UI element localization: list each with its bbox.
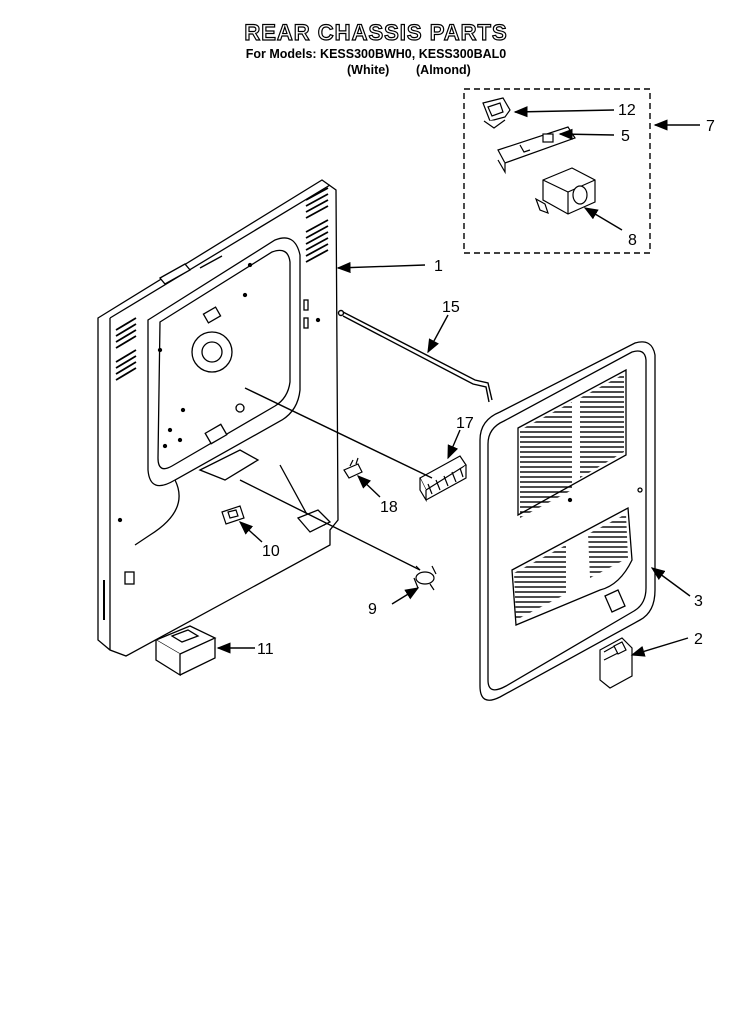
part-1-rear-panel bbox=[97, 179, 339, 657]
variant-white-label: (White) bbox=[347, 63, 390, 77]
callout-5: 5 bbox=[621, 128, 630, 145]
callout-17: 17 bbox=[456, 415, 474, 432]
part-2-cover-plate bbox=[599, 637, 633, 689]
part-11-block bbox=[154, 625, 217, 677]
callout-8: 8 bbox=[628, 232, 637, 249]
callout-11: 11 bbox=[257, 641, 274, 658]
leader-15 bbox=[427, 314, 449, 354]
callout-10: 10 bbox=[262, 543, 280, 560]
part-12-clip bbox=[482, 97, 511, 129]
callout-9: 9 bbox=[368, 601, 377, 618]
leader-12 bbox=[513, 106, 615, 118]
leader-5 bbox=[558, 128, 615, 140]
part-18-connector bbox=[343, 457, 363, 479]
leader-2 bbox=[630, 637, 689, 657]
callout-3: 3 bbox=[694, 593, 703, 610]
callout-7: 7 bbox=[706, 118, 715, 135]
part-15-rod bbox=[337, 309, 493, 403]
subassembly-dashed-box bbox=[463, 88, 651, 254]
part-10-clip bbox=[221, 505, 245, 525]
leader-9-assembly bbox=[239, 479, 421, 571]
leader-17-assembly bbox=[244, 387, 433, 479]
part-17-terminal-block bbox=[419, 455, 467, 503]
leader-lines bbox=[216, 106, 700, 657]
leader-1 bbox=[336, 261, 426, 274]
part-5-bracket bbox=[497, 126, 576, 175]
part-8-relay bbox=[534, 167, 596, 215]
callout-1: 1 bbox=[434, 258, 443, 275]
part-9-grommet bbox=[413, 565, 437, 591]
leader-3 bbox=[650, 567, 691, 597]
leader-9 bbox=[391, 587, 420, 605]
callout-18: 18 bbox=[380, 499, 398, 516]
callout-2: 2 bbox=[694, 631, 703, 648]
page-title: REAR CHASSIS PARTS bbox=[244, 19, 508, 45]
part-3-rear-cover bbox=[479, 341, 656, 701]
callout-12: 12 bbox=[618, 102, 636, 119]
leader-17 bbox=[447, 429, 461, 460]
models-line: For Models: KESS300BWH0, KESS300BAL0 bbox=[245, 47, 507, 61]
variant-almond-label: (Almond) bbox=[416, 63, 471, 77]
leader-10 bbox=[238, 521, 263, 543]
leader-18 bbox=[356, 475, 381, 498]
callout-15: 15 bbox=[442, 299, 460, 316]
leader-8 bbox=[583, 207, 623, 231]
